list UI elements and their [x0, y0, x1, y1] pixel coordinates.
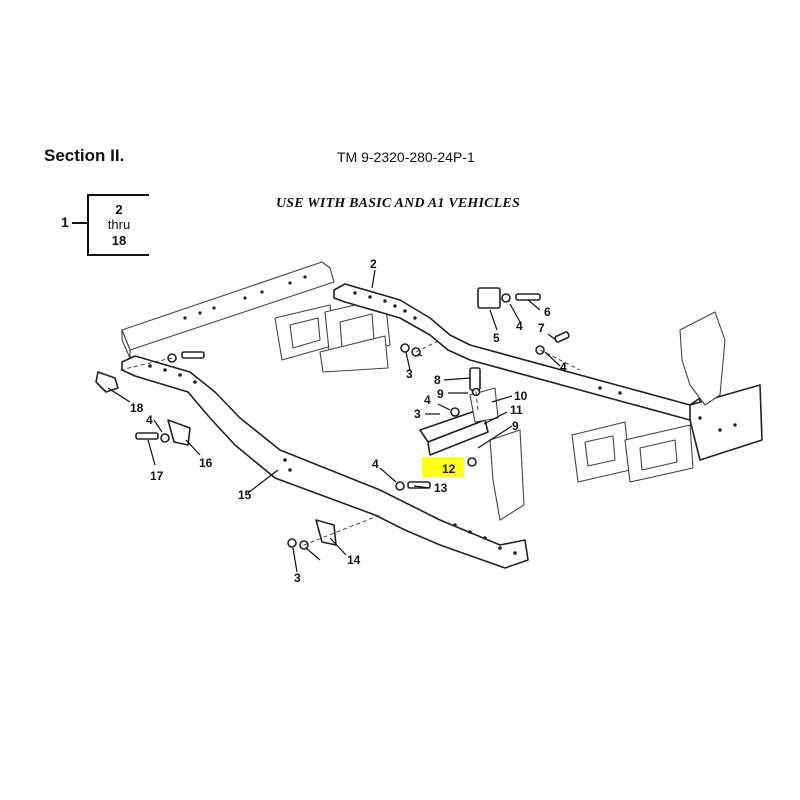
callout-4-d: 4 [372, 457, 379, 471]
crossmember-rear-right [571, 311, 726, 483]
callout-9-b: 9 [512, 419, 519, 433]
section-heading: Section II. [44, 146, 125, 165]
highlight-mark [422, 457, 464, 477]
side-rail-left [121, 355, 529, 569]
callout-4-a: 4 [516, 319, 523, 333]
callout-18: 18 [130, 401, 144, 415]
bracket-line-2: thru [107, 217, 131, 232]
callout-11: 11 [510, 403, 523, 417]
callout-15: 15 [238, 488, 252, 502]
center-crossmember [419, 387, 525, 521]
callout-4-b: 4 [560, 360, 567, 374]
callout-3-a: 3 [406, 367, 413, 381]
callout-6: 6 [544, 305, 551, 319]
callout-4-e: 4 [146, 413, 153, 427]
crossmember-upper-left [274, 297, 391, 373]
item-range-bracket: 2 thru 18 [87, 194, 149, 256]
tm-number: TM 9-2320-280-24P-1 [337, 149, 475, 165]
bracket-connector [72, 222, 88, 224]
callout-9-a: 9 [437, 387, 444, 401]
callout-3-c: 3 [294, 571, 301, 585]
bracket-line-3: 18 [111, 233, 127, 248]
callout-labels: 2 3 3 3 4 4 4 4 4 5 6 7 8 9 9 10 11 12 1… [130, 257, 567, 585]
bracket-parent-number: 1 [61, 214, 69, 230]
bracket-line-1: 2 [115, 202, 123, 217]
callout-4-c: 4 [424, 393, 431, 407]
callout-12: 12 [442, 462, 456, 476]
subtitle: USE WITH BASIC AND A1 VEHICLES [276, 196, 520, 211]
leader-lines [107, 269, 561, 573]
callout-14: 14 [347, 553, 361, 567]
callout-7: 7 [538, 321, 545, 335]
callout-17: 17 [150, 469, 164, 483]
callout-10: 10 [514, 389, 528, 403]
callout-13: 13 [434, 481, 448, 495]
callout-3-b: 3 [414, 407, 421, 421]
callout-2: 2 [370, 257, 377, 271]
callout-8: 8 [434, 373, 441, 387]
side-rail-right [333, 283, 763, 461]
callout-16: 16 [199, 456, 213, 470]
callout-5: 5 [493, 331, 500, 345]
upper-left-rail [121, 261, 335, 359]
